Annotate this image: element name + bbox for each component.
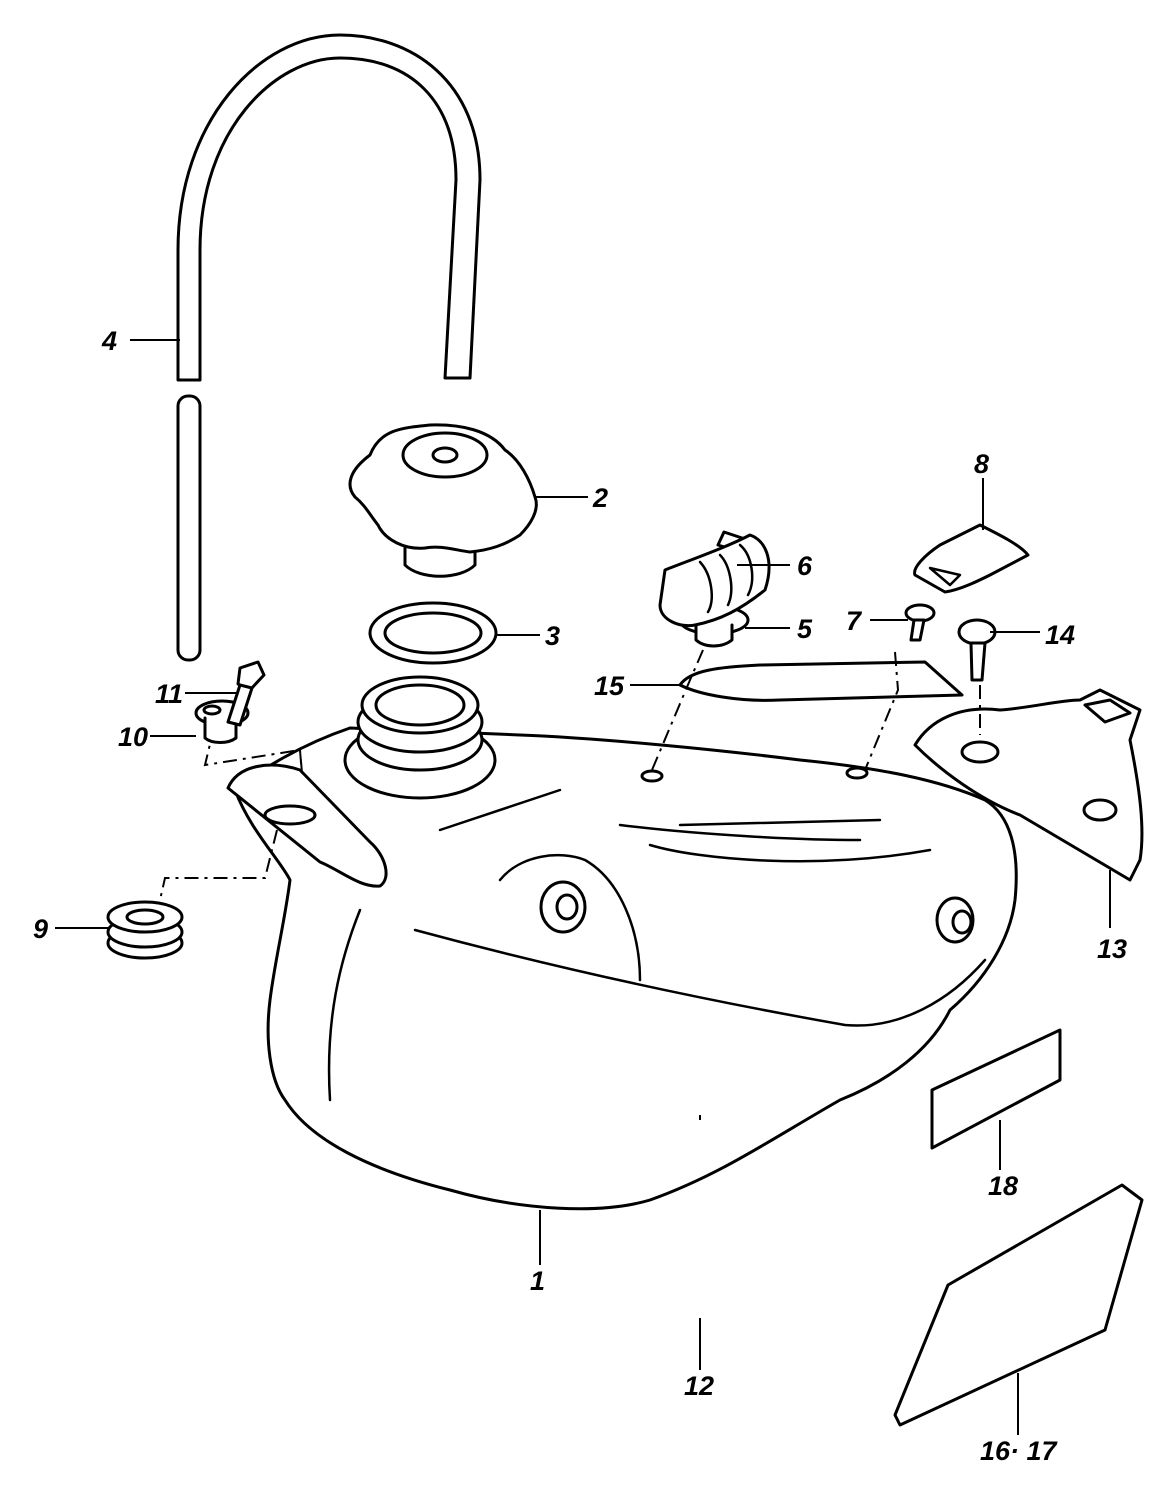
part-11-bolt xyxy=(226,660,266,727)
part-9-grommet xyxy=(106,900,184,960)
callout-2: 2 xyxy=(592,483,608,513)
part-15-plate xyxy=(678,660,964,702)
callout-12: 12 xyxy=(684,1371,714,1401)
leader-lines xyxy=(55,339,1111,1435)
part-12-protector xyxy=(658,533,771,628)
part-14-bolt xyxy=(957,618,997,682)
part-8-clip xyxy=(913,523,1030,594)
part-3-gasket xyxy=(368,601,498,665)
callout-11: 11 xyxy=(155,679,183,709)
callout-18: 18 xyxy=(988,1171,1018,1201)
callout-5: 5 xyxy=(797,614,813,644)
part-13-bracket xyxy=(913,688,1144,882)
callout-4: 4 xyxy=(101,326,117,356)
callout-10: 10 xyxy=(118,722,148,752)
assembly-lines xyxy=(159,649,981,1120)
callout-13: 13 xyxy=(1097,934,1127,964)
part-16-17-emblem xyxy=(893,1183,1144,1427)
part-7-screw xyxy=(904,603,936,642)
callout-9: 9 xyxy=(33,914,48,944)
callout-15: 15 xyxy=(594,671,625,701)
callout-1: 1 xyxy=(530,1266,545,1296)
part-4-breather-hose xyxy=(176,33,482,662)
part-2-fuel-cap xyxy=(348,423,538,578)
callout-6: 6 xyxy=(797,551,813,581)
callout-7: 7 xyxy=(846,606,863,636)
callout-labels: 4 2 3 5 6 7 8 14 15 13 9 10 11 1 12 18 1… xyxy=(33,326,1127,1466)
part-1-fuel-tank xyxy=(226,675,1018,1211)
callout-3: 3 xyxy=(545,621,560,651)
callout-14: 14 xyxy=(1045,620,1075,650)
callout-16-17: 16· 17 xyxy=(980,1436,1059,1466)
callout-8: 8 xyxy=(974,449,989,479)
part-18-label xyxy=(930,1028,1062,1150)
